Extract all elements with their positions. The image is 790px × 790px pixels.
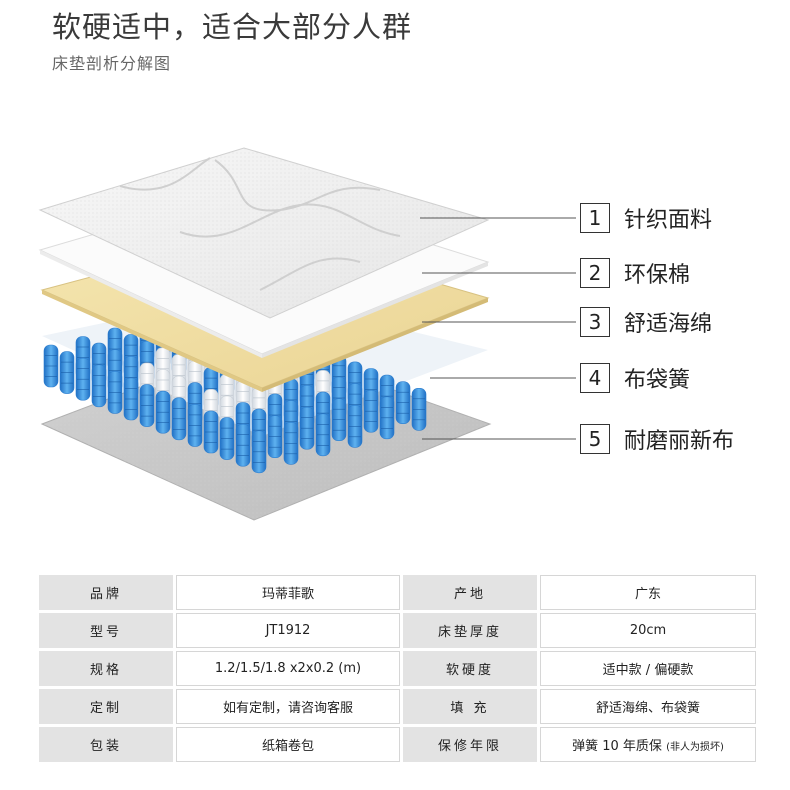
layer-name: 环保棉 — [624, 263, 691, 288]
spec-value: 舒适海绵、布袋簧 — [540, 689, 756, 724]
page-subtitle: 床垫剖析分解图 — [52, 54, 172, 73]
layer-number-badge: 4 — [580, 363, 610, 393]
warranty-note: (非人为损坏) — [666, 742, 724, 753]
spec-key: 品牌 — [39, 575, 173, 610]
layer-name: 布袋簧 — [624, 368, 691, 393]
layer-number-badge: 3 — [580, 307, 610, 337]
spec-key: 产地 — [403, 575, 537, 610]
spec-key: 型号 — [39, 613, 173, 648]
table-row: 品牌 玛蒂菲歌 产地 广东 — [39, 575, 756, 610]
mattress-exploded-diagram — [38, 147, 576, 521]
leader-lines — [420, 217, 576, 440]
spec-value: 纸箱卷包 — [176, 727, 400, 762]
spec-table: 品牌 玛蒂菲歌 产地 广东 型号 JT1912 床垫厚度 20cm 规格 1.2… — [36, 572, 759, 765]
layer-label-3: 3 舒适海绵 — [580, 304, 712, 340]
spec-value: JT1912 — [176, 613, 400, 648]
spec-key: 定制 — [39, 689, 173, 724]
spec-key: 床垫厚度 — [403, 613, 537, 648]
spec-value: 广东 — [540, 575, 756, 610]
spec-value: 20cm — [540, 613, 756, 648]
warranty-text: 弹簧 10 年质保 — [572, 739, 662, 754]
layer-label-4: 4 布袋簧 — [580, 360, 690, 396]
page-title: 软硬适中，适合大部分人群 — [52, 10, 413, 44]
layer-label-2: 2 环保棉 — [580, 255, 690, 291]
layer-name: 耐磨丽新布 — [624, 429, 735, 454]
spec-key: 规格 — [39, 651, 173, 686]
spec-value: 1.2/1.5/1.8 x2x0.2 (m) — [176, 651, 400, 686]
table-row: 包装 纸箱卷包 保修年限 弹簧 10 年质保 (非人为损坏) — [39, 727, 756, 762]
layer-number-badge: 2 — [580, 258, 610, 288]
spec-key: 包装 — [39, 727, 173, 762]
layer-name: 针织面料 — [624, 208, 713, 233]
layer-number-badge: 1 — [580, 203, 610, 233]
spec-key: 填 充 — [403, 689, 537, 724]
spec-value: 玛蒂菲歌 — [176, 575, 400, 610]
spec-value: 如有定制，请咨询客服 — [176, 689, 400, 724]
layer-knit-fabric — [38, 147, 490, 319]
table-row: 型号 JT1912 床垫厚度 20cm — [39, 613, 756, 648]
spec-value: 适中款 / 偏硬款 — [540, 651, 756, 686]
spec-key: 保修年限 — [403, 727, 537, 762]
layer-name: 舒适海绵 — [624, 312, 713, 337]
layer-number-badge: 5 — [580, 424, 610, 454]
table-row: 规格 1.2/1.5/1.8 x2x0.2 (m) 软硬度 适中款 / 偏硬款 — [39, 651, 756, 686]
layer-label-1: 1 针织面料 — [580, 200, 712, 236]
spec-value-warranty: 弹簧 10 年质保 (非人为损坏) — [540, 727, 756, 762]
layer-label-5: 5 耐磨丽新布 — [580, 421, 734, 457]
table-row: 定制 如有定制，请咨询客服 填 充 舒适海绵、布袋簧 — [39, 689, 756, 724]
spec-key: 软硬度 — [403, 651, 537, 686]
